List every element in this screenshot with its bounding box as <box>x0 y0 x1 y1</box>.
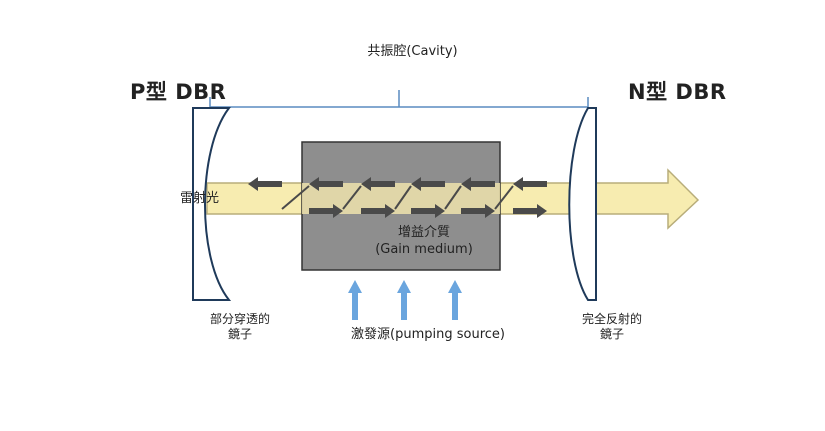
full-mirror-line1: 完全反射的 <box>581 312 642 326</box>
photon-diagonals <box>281 185 514 210</box>
pump-arrows <box>348 280 462 320</box>
n-dbr-label: N型 DBR <box>628 80 727 104</box>
full-mirror-line2: 鏡子 <box>599 327 624 341</box>
partial-mirror-line1: 部分穿透的 <box>209 312 270 326</box>
internal-arrows-left <box>309 204 547 218</box>
partial-mirror <box>568 107 597 301</box>
gain-medium-line1: 增益介質 <box>397 225 450 240</box>
cavity-label: 共振腔(Cavity) <box>367 44 458 59</box>
partial-mirror-line2: 鏡子 <box>227 327 252 341</box>
cavity-bracket <box>209 90 589 108</box>
partial-mirror-label: 部分穿透的 鏡子 <box>200 312 280 342</box>
laser-label: 雷射光 <box>180 191 220 206</box>
pump-source-label: 激發源(pumping source) <box>351 327 505 342</box>
full-mirror-label: 完全反射的 鏡子 <box>572 312 652 342</box>
p-dbr-label: P型 DBR <box>130 80 227 104</box>
gain-medium-line2: (Gain medium) <box>375 242 473 257</box>
internal-arrows-right <box>248 177 547 191</box>
gain-medium-label: 增益介質 (Gain medium) <box>325 224 523 258</box>
full-mirror <box>192 107 232 301</box>
